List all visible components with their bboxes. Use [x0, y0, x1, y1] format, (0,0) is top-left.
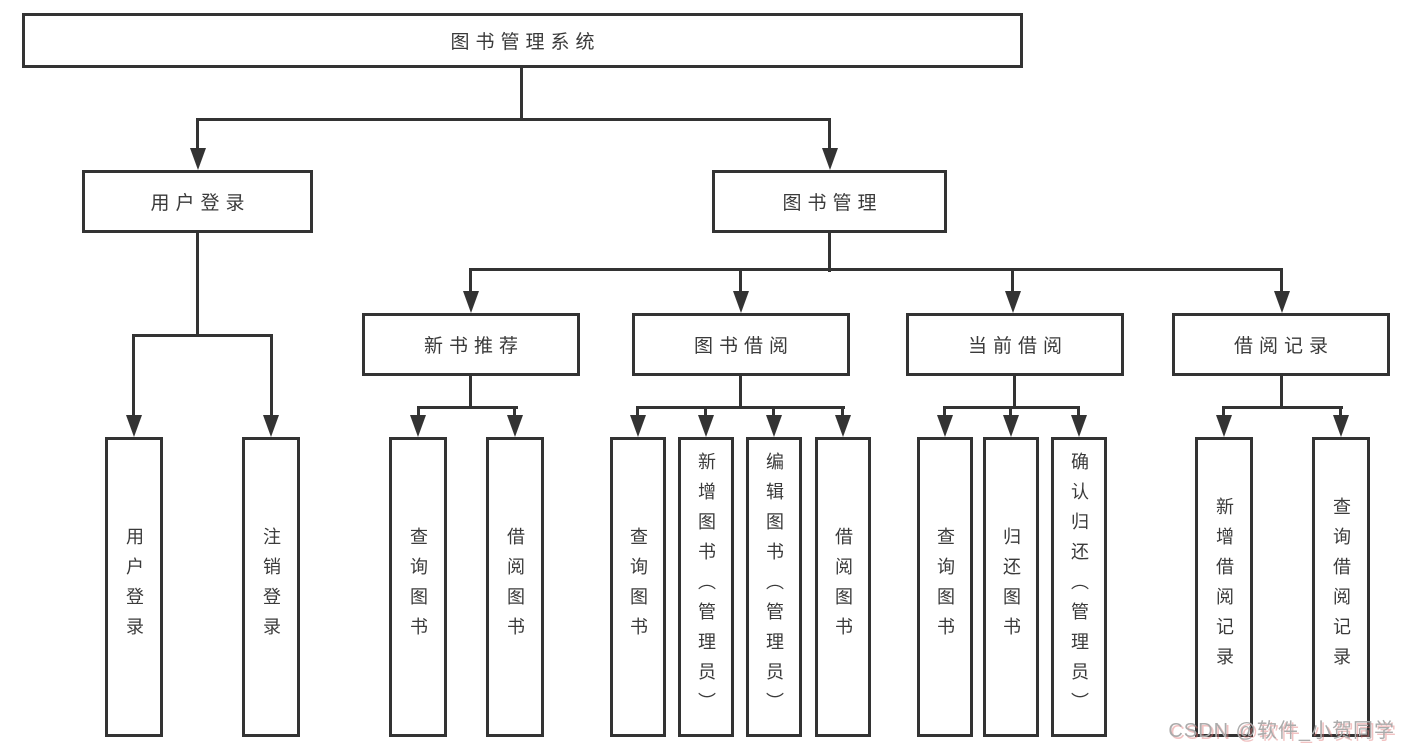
leaf-label: 借阅图书 — [833, 527, 853, 647]
connector-line — [469, 268, 472, 293]
connector-line — [1222, 406, 1343, 409]
connector-line — [828, 118, 831, 152]
leaf-borrow-books: 借阅图书 — [815, 437, 871, 737]
leaf-query-books: 查询图书 — [917, 437, 973, 737]
node-library-system: 图书管理系统 — [22, 13, 1023, 68]
node-label: 当前借阅 — [967, 336, 1068, 357]
leaf-label: 查询图书 — [935, 527, 955, 647]
arrowhead-down-icon — [126, 415, 142, 437]
connector-line — [270, 334, 273, 418]
leaf-user-login: 用户登录 — [105, 437, 163, 737]
node-new-book-recommend: 新书推荐 — [362, 313, 580, 376]
arrowhead-down-icon — [507, 415, 523, 437]
node-book-management: 图书管理 — [712, 170, 947, 233]
connector-line — [943, 406, 946, 420]
leaf-query-books: 查询图书 — [610, 437, 666, 737]
connector-line — [1077, 406, 1080, 420]
node-label: 用户登录 — [150, 193, 251, 214]
arrowhead-down-icon — [822, 148, 838, 170]
node-current-borrow: 当前借阅 — [906, 313, 1124, 376]
connector-line — [1013, 376, 1016, 409]
leaf-logout: 注销登录 — [242, 437, 300, 737]
connector-line — [1280, 268, 1283, 293]
leaf-label: 编辑图书（管理员） — [764, 452, 784, 722]
arrowhead-down-icon — [733, 291, 749, 313]
connector-line — [704, 406, 707, 420]
node-book-borrow: 图书借阅 — [632, 313, 850, 376]
connector-line — [132, 334, 273, 337]
connector-line — [196, 233, 199, 337]
arrowhead-down-icon — [1005, 291, 1021, 313]
arrowhead-down-icon — [766, 415, 782, 437]
connector-line — [1009, 406, 1012, 420]
arrowhead-down-icon — [1003, 415, 1019, 437]
node-user-login: 用户登录 — [82, 170, 313, 233]
connector-line — [1339, 406, 1342, 420]
leaf-label: 新增图书（管理员） — [696, 452, 716, 722]
connector-line — [772, 406, 775, 420]
arrowhead-down-icon — [1216, 415, 1232, 437]
connector-line — [1011, 268, 1014, 293]
connector-line — [196, 118, 199, 152]
connector-line — [739, 376, 742, 409]
connector-line — [1222, 406, 1225, 420]
leaf-label: 确认归还（管理员） — [1069, 452, 1089, 722]
arrowhead-down-icon — [190, 148, 206, 170]
arrowhead-down-icon — [463, 291, 479, 313]
leaf-borrow-books: 借阅图书 — [486, 437, 544, 737]
leaf-label: 查询图书 — [408, 527, 428, 647]
leaf-label: 新增借阅记录 — [1214, 497, 1234, 677]
leaf-label: 归还图书 — [1001, 527, 1021, 647]
connector-line — [1280, 376, 1283, 409]
connector-line — [636, 406, 845, 409]
leaf-confirm-return-admin: 确认归还（管理员） — [1051, 437, 1107, 737]
arrowhead-down-icon — [630, 415, 646, 437]
leaf-add-books-admin: 新增图书（管理员） — [678, 437, 734, 737]
connector-line — [828, 233, 831, 272]
connector-line — [841, 406, 844, 420]
arrowhead-down-icon — [410, 415, 426, 437]
node-label: 图书借阅 — [693, 336, 794, 357]
node-label: 图书管理 — [782, 193, 883, 214]
leaf-label: 借阅图书 — [505, 527, 525, 647]
arrowhead-down-icon — [1274, 291, 1290, 313]
connector-line — [132, 334, 135, 418]
node-label: 借阅记录 — [1233, 336, 1334, 357]
node-label: 新书推荐 — [423, 336, 524, 357]
connector-line — [739, 268, 742, 293]
leaf-label: 注销登录 — [261, 527, 281, 647]
leaf-add-borrow-record: 新增借阅记录 — [1195, 437, 1253, 737]
leaf-return-books: 归还图书 — [983, 437, 1039, 737]
connector-line — [513, 406, 516, 420]
arrowhead-down-icon — [263, 415, 279, 437]
connector-line — [636, 406, 639, 420]
csdn-watermark: CSDN @软件_小贺同学 — [1168, 720, 1395, 742]
arrowhead-down-icon — [1333, 415, 1349, 437]
arrowhead-down-icon — [835, 415, 851, 437]
leaf-query-borrow-record: 查询借阅记录 — [1312, 437, 1370, 737]
arrowhead-down-icon — [1071, 415, 1087, 437]
connector-line — [520, 68, 523, 120]
node-label: 图书管理系统 — [450, 32, 601, 53]
connector-line — [417, 406, 518, 409]
leaf-query-books: 查询图书 — [389, 437, 447, 737]
arrowhead-down-icon — [937, 415, 953, 437]
connector-line — [417, 406, 420, 420]
leaf-label: 查询借阅记录 — [1331, 497, 1351, 677]
connector-line — [469, 268, 1283, 271]
connector-line — [469, 376, 472, 409]
leaf-label: 用户登录 — [124, 527, 144, 647]
node-borrow-record: 借阅记录 — [1172, 313, 1390, 376]
arrowhead-down-icon — [698, 415, 714, 437]
leaf-label: 查询图书 — [628, 527, 648, 647]
connector-line — [196, 118, 831, 121]
leaf-edit-books-admin: 编辑图书（管理员） — [746, 437, 802, 737]
